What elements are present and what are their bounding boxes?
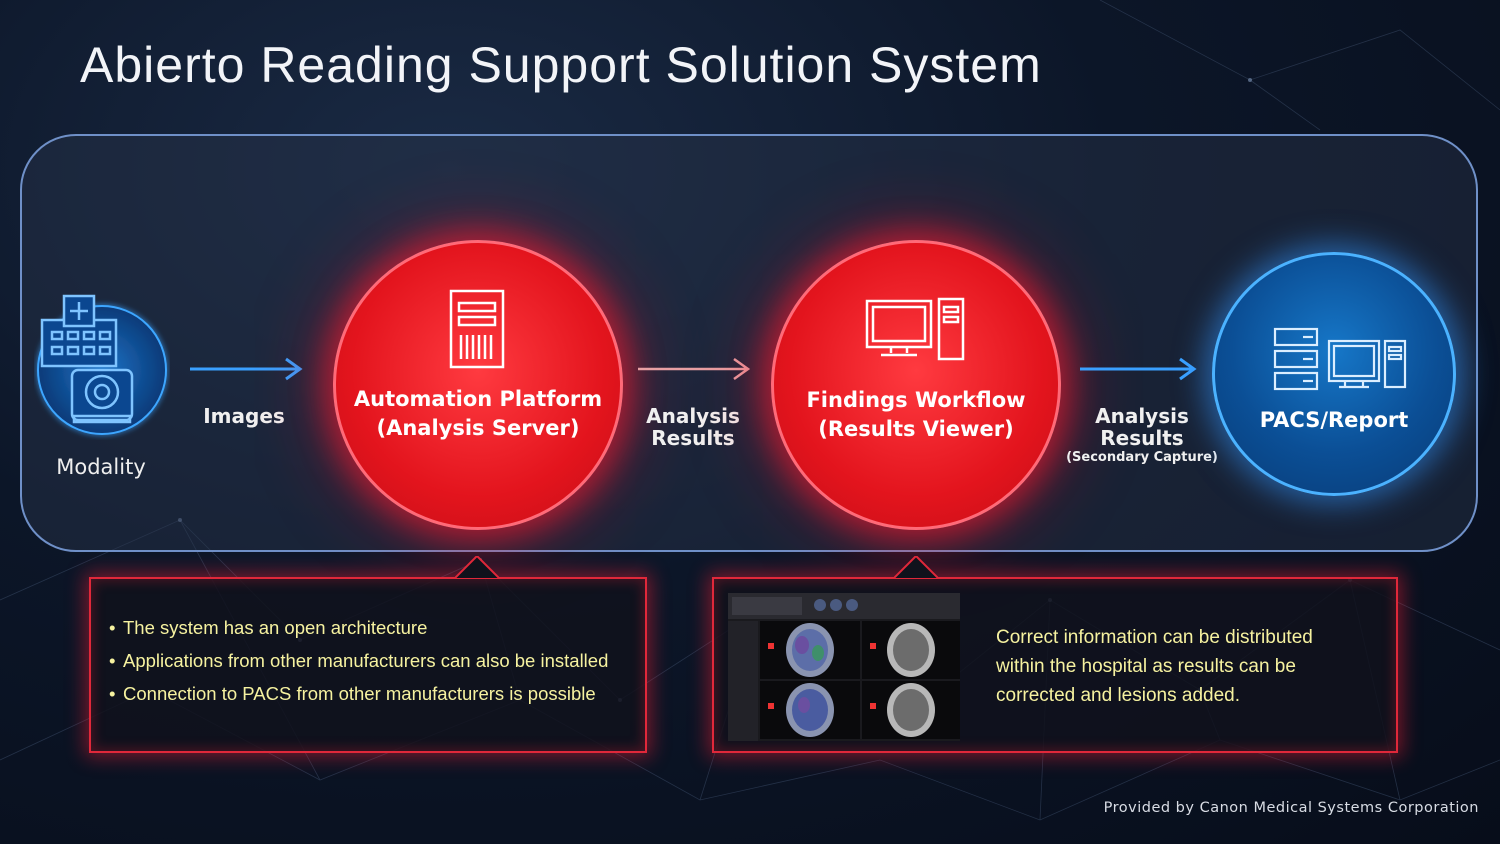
- automation-platform-node: Automation Platform (Analysis Server): [333, 240, 623, 530]
- automation-platform-title: Automation Platform: [353, 387, 603, 411]
- analysis-results-label-2-line1: Analysis: [1095, 404, 1189, 428]
- findings-callout-text: Correct information can be distributed w…: [996, 623, 1376, 710]
- findings-text-line-2: within the hospital as results can be: [996, 656, 1296, 677]
- findings-workflow-subtitle: (Results Viewer): [818, 417, 1014, 441]
- workstation-icon: [865, 297, 965, 361]
- server-icon: [449, 289, 505, 369]
- secondary-capture-label: (Secondary Capture): [1066, 450, 1218, 465]
- hospital-modality-icon: [37, 294, 167, 435]
- images-label: Images: [203, 404, 285, 428]
- list-item: •The system has an open architecture: [109, 617, 428, 638]
- automation-platform-subtitle: (Analysis Server): [376, 416, 580, 440]
- findings-text-line-1: Correct information can be distributed: [996, 627, 1313, 648]
- analysis-results-arrow-2: [1080, 357, 1197, 381]
- analysis-results-label-1-line2: Results: [651, 426, 735, 450]
- automation-callout: •The system has an open architecture •Ap…: [89, 577, 647, 753]
- pacs-report-node: PACS/Report: [1212, 252, 1456, 496]
- pacs-servers-icon: [1273, 327, 1407, 391]
- list-item: •Connection to PACS from other manufactu…: [109, 683, 596, 704]
- list-item: •Applications from other manufacturers c…: [109, 650, 609, 671]
- pacs-report-label: PACS/Report: [1259, 408, 1409, 432]
- findings-workflow-node: Findings Workflow (Results Viewer): [771, 240, 1061, 530]
- callout-pointer-1: [455, 556, 499, 578]
- analysis-results-label-2-line2: Results: [1100, 426, 1184, 450]
- footer-credit: Provided by Canon Medical Systems Corpor…: [1103, 800, 1479, 816]
- findings-callout: Correct information can be distributed w…: [712, 577, 1398, 753]
- page-title: Abierto Reading Support Solution System: [80, 37, 1042, 93]
- images-arrow: [190, 357, 303, 381]
- results-viewer-screenshot: [728, 593, 960, 741]
- automation-features-list: •The system has an open architecture •Ap…: [109, 617, 608, 716]
- analysis-results-label-1-line1: Analysis: [646, 404, 740, 428]
- analysis-results-arrow-1: [638, 357, 751, 381]
- modality-label: Modality: [56, 455, 146, 479]
- findings-workflow-title: Findings Workflow: [806, 388, 1026, 412]
- callout-pointer-2: [894, 556, 938, 578]
- findings-text-line-3: corrected and lesions added.: [996, 685, 1240, 706]
